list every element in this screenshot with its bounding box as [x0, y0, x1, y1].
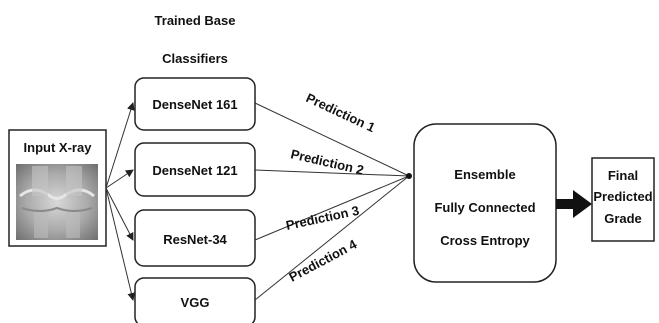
xray-image: [16, 164, 98, 240]
input-xray-block: Input X-ray: [8, 129, 107, 247]
header-line-2: Classifiers: [162, 51, 228, 66]
output-block: Final Predicted Grade: [591, 157, 655, 242]
ensemble-block: Ensemble Fully Connected Cross Entropy: [413, 123, 557, 283]
classifier-densenet121: DenseNet 121: [134, 142, 256, 197]
prediction-label-3: Prediction 3: [285, 203, 361, 233]
header-line-1: Trained Base: [155, 13, 236, 28]
ensemble-line-1: Ensemble: [454, 167, 515, 182]
junction-point: [406, 173, 412, 179]
classifier-label-vgg: VGG: [181, 295, 210, 310]
connector-input-to-densenet121: [105, 169, 134, 189]
output-arrow: [556, 190, 592, 218]
classifier-resnet34: ResNet-34: [134, 209, 256, 267]
prediction-label-4: Prediction 4: [286, 236, 359, 285]
prediction-line-2: [254, 169, 410, 177]
output-line-3: Grade: [604, 211, 642, 226]
connector-input-to-densenet161: [105, 102, 135, 189]
classifier-label-densenet161: DenseNet 161: [152, 97, 237, 112]
prediction-line-3: [254, 175, 410, 241]
connector-input-to-vgg: [105, 187, 136, 301]
classifier-label-resnet34: ResNet-34: [163, 232, 227, 247]
ensemble-line-3: Cross Entropy: [440, 233, 530, 248]
ensemble-line-2: Fully Connected: [434, 200, 535, 215]
input-xray-label: Input X-ray: [24, 140, 93, 155]
output-line-1: Final: [608, 168, 638, 183]
classifier-vgg: VGG: [134, 277, 256, 323]
prediction-line-1: [254, 102, 410, 177]
classifier-densenet161: DenseNet 161: [134, 77, 256, 131]
prediction-label-1: Prediction 1: [304, 90, 378, 135]
prediction-line-4: [254, 175, 410, 301]
output-line-2: Predicted: [593, 189, 652, 204]
connector-input-to-resnet34: [105, 187, 134, 241]
classifier-label-densenet121: DenseNet 121: [152, 163, 237, 178]
